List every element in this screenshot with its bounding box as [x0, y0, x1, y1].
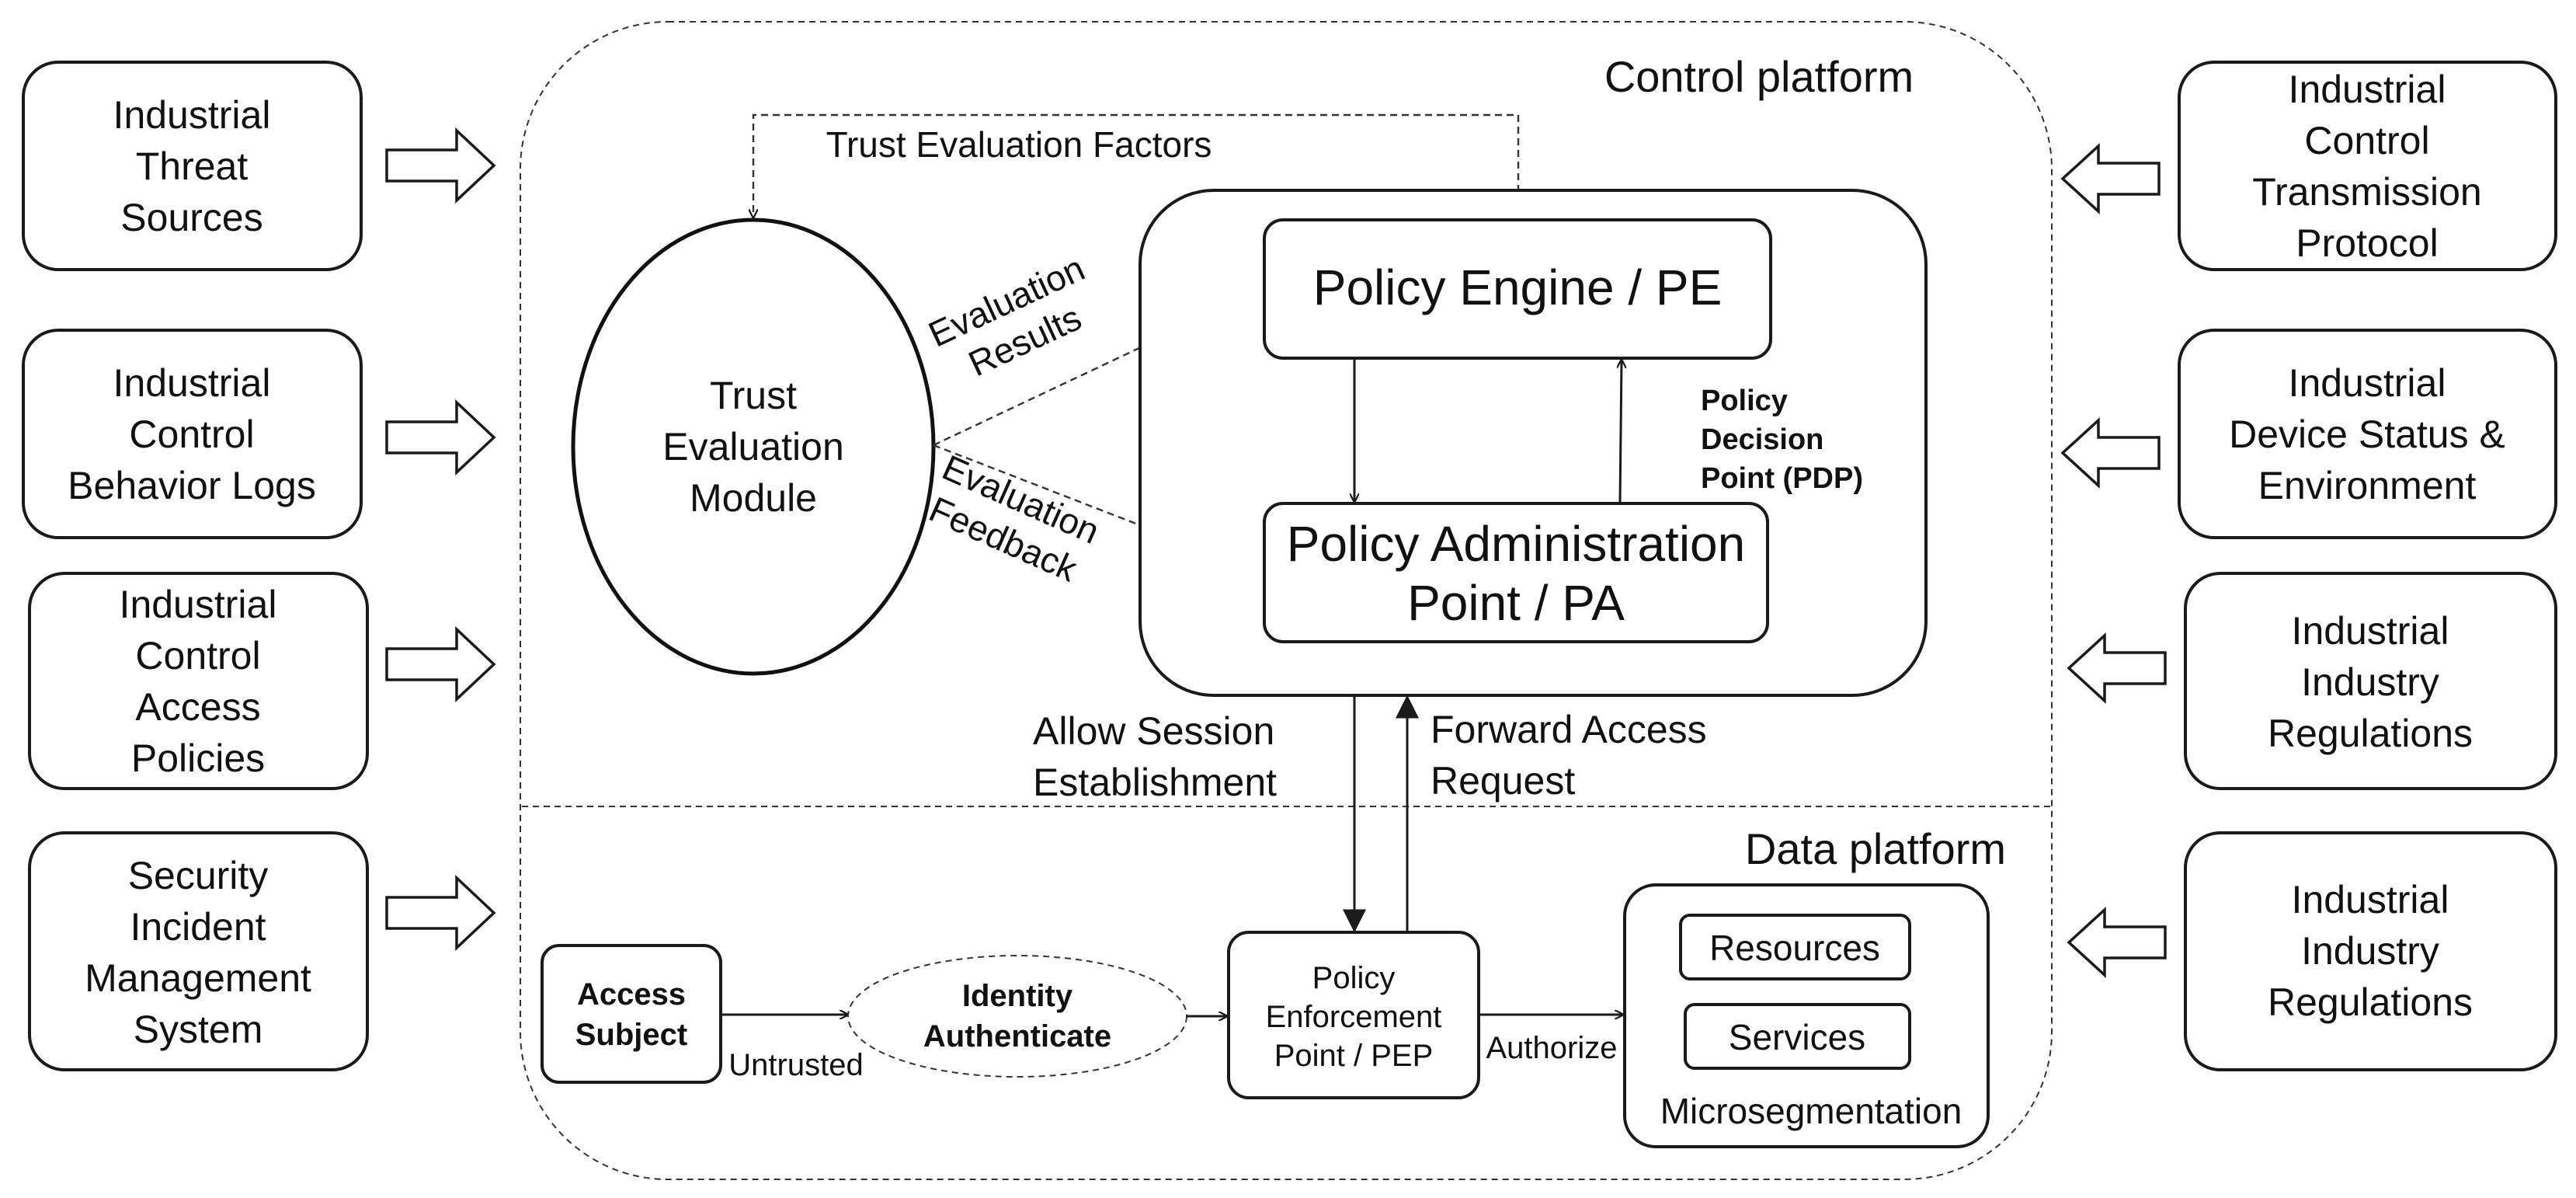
source-label: Industrial: [2289, 68, 2446, 111]
pep-label: Point / PEP: [1274, 1039, 1434, 1073]
identity-authenticate: Identity Authenticate: [847, 955, 1187, 1078]
source-label: Industrial: [2292, 609, 2449, 653]
source-label: Protocol: [2296, 221, 2438, 265]
source-label: Access: [135, 685, 260, 729]
evaluation-results-label: Evaluation Results: [923, 248, 1091, 385]
pep-label: Policy: [1312, 961, 1396, 995]
trust-module-label: Trust: [710, 374, 797, 417]
pa-label: Point / PA: [1407, 575, 1625, 631]
source-label: Regulations: [2268, 980, 2473, 1024]
source-label: System: [134, 1008, 263, 1051]
source-label: Control: [129, 413, 254, 456]
pep-label: Enforcement: [1266, 1000, 1442, 1034]
source-label: Security: [128, 854, 269, 897]
forward-request-label: Forward Access: [1431, 708, 1707, 751]
input-arrow-icon: [385, 399, 496, 476]
source-label: Industrial: [113, 361, 271, 405]
source-label: Regulations: [2268, 712, 2473, 755]
trust-module-label: Evaluation: [662, 425, 844, 468]
input-arrow-icon: [385, 874, 496, 952]
platform-outline: [520, 21, 2053, 1180]
resources-label: Resources: [1709, 928, 1880, 968]
control-platform-title: Control platform: [1604, 52, 1914, 101]
source-label: Industry: [2301, 929, 2439, 973]
source-label: Sources: [120, 196, 262, 239]
source-label: Industrial: [113, 93, 271, 137]
source-label: Threat: [136, 145, 249, 188]
left-source-incident-management: Security Incident Management System: [28, 831, 369, 1071]
untrusted-label: Untrusted: [728, 1048, 863, 1082]
microsegmentation-label: Microsegmentation: [1660, 1091, 1962, 1131]
source-label: Control: [2304, 119, 2429, 162]
input-arrow-icon: [385, 625, 496, 703]
source-label: Industrial: [120, 583, 277, 626]
source-label: Device Status &: [2229, 413, 2505, 456]
pdp-label: Decision: [1701, 423, 1823, 456]
source-label: Transmission: [2252, 170, 2481, 214]
input-arrow-icon: [385, 127, 496, 204]
pa-to-pe-arrow: [1620, 360, 1622, 504]
policy-engine-box: Policy Engine / PE: [1263, 218, 1772, 360]
trust-factors-label: Trust Evaluation Factors: [826, 124, 1212, 165]
policy-administration-box: Policy Administration Point / PA: [1263, 502, 1769, 643]
source-label: Management: [85, 956, 311, 1000]
trust-factors-loop: [753, 113, 1520, 218]
source-label: Behavior Logs: [68, 464, 316, 507]
access-subject-box: Access Subject: [541, 944, 722, 1084]
pe-label: Policy Engine / PE: [1313, 259, 1723, 315]
left-source-behavior-logs: Industrial Control Behavior Logs: [22, 329, 363, 539]
pep-box: Policy Enforcement Point / PEP: [1227, 931, 1480, 1099]
identity-label: Identity: [962, 979, 1073, 1013]
allow-session-label: Allow Session: [1033, 709, 1274, 753]
allow-session-label: Establishment: [1033, 761, 1277, 804]
services-box: [1684, 1003, 1911, 1070]
pa-label: Policy Administration: [1287, 516, 1745, 572]
trust-evaluation-module: Trust Evaluation Module: [571, 218, 936, 676]
trust-module-label: Module: [690, 476, 817, 520]
services-label: Services: [1729, 1017, 1865, 1057]
source-label: Control: [135, 634, 260, 677]
input-arrow-icon: [2060, 417, 2161, 489]
forward-request-label: Request: [1431, 759, 1575, 803]
input-arrow-icon: [2067, 907, 2167, 978]
pdp-label: Policy: [1701, 385, 1788, 417]
access-subject-label: Access: [577, 977, 686, 1012]
identity-label: Authenticate: [923, 1019, 1111, 1053]
source-label: Environment: [2258, 464, 2477, 507]
data-platform-title: Data platform: [1745, 824, 2006, 873]
source-label: Industrial: [2289, 361, 2446, 405]
left-source-access-policies: Industrial Control Access Policies: [28, 572, 369, 790]
input-arrow-icon: [2060, 143, 2161, 214]
right-source-regulations-2: Industrial Industry Regulations: [2184, 831, 2557, 1071]
source-label: Incident: [130, 905, 266, 949]
access-subject-label: Subject: [575, 1018, 687, 1052]
evaluation-feedback-label: Evaluation Feedback: [923, 447, 1105, 590]
source-label: Industry: [2301, 660, 2439, 704]
pdp-label: Point (PDP): [1701, 462, 1863, 495]
right-source-device-status: Industrial Device Status & Environment: [2178, 329, 2557, 539]
left-source-threat: Industrial Threat Sources: [22, 61, 363, 271]
resources-box: [1679, 914, 1911, 980]
input-arrow-icon: [2067, 632, 2167, 704]
right-source-regulations-1: Industrial Industry Regulations: [2184, 572, 2557, 790]
source-label: Policies: [131, 737, 265, 780]
microsegmentation-box: Resources Services Microsegmentation: [1623, 883, 1990, 1148]
source-label: Industrial: [2292, 878, 2449, 921]
authorize-label: Authorize: [1486, 1031, 1618, 1065]
right-source-transmission-protocol: Industrial Control Transmission Protocol: [2178, 61, 2557, 271]
